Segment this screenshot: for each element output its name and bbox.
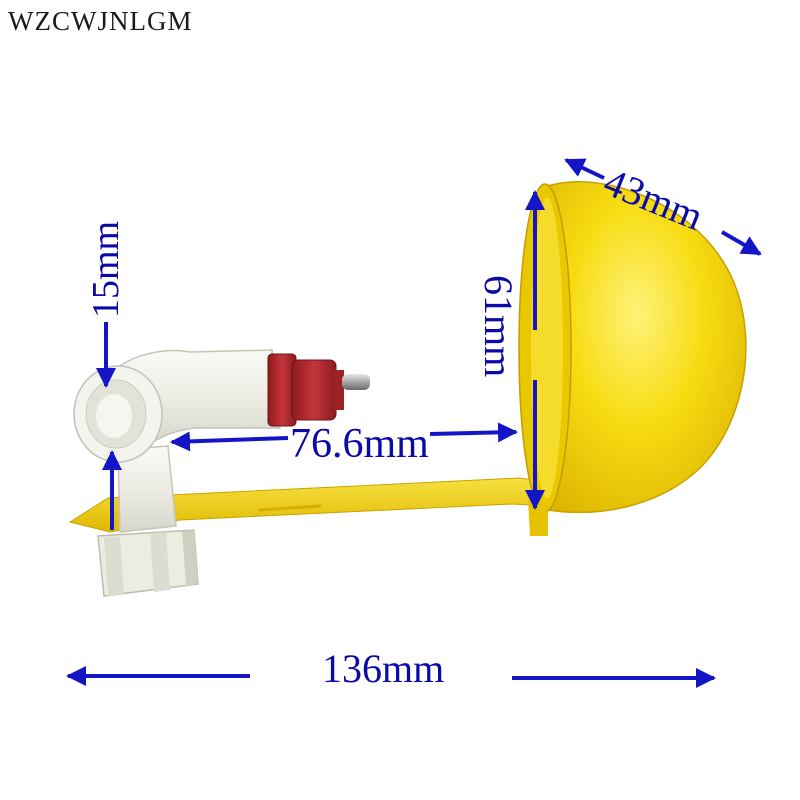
metal-pin bbox=[342, 374, 370, 390]
tee-opening bbox=[73, 365, 163, 463]
dimension-arrows bbox=[66, 158, 762, 688]
arrow-43-left bbox=[564, 158, 605, 180]
dimension-label-76-6: 76.6mm bbox=[290, 421, 429, 467]
arrow-766-left bbox=[170, 431, 289, 452]
yellow-cup bbox=[518, 181, 747, 536]
red-nipple-nut bbox=[267, 353, 344, 427]
watermark-text: WZCWJNLGM bbox=[8, 6, 193, 36]
dimension-label-61: 61mm bbox=[476, 275, 521, 378]
arrow-43-right bbox=[720, 230, 762, 256]
dimension-label-136: 136mm bbox=[322, 646, 445, 691]
white-nut bbox=[97, 529, 199, 597]
white-fitting-stem bbox=[117, 445, 177, 533]
arrow-766-right bbox=[429, 422, 518, 443]
arm-slot bbox=[258, 504, 322, 512]
dimension-label-15: 15mm bbox=[85, 220, 127, 318]
